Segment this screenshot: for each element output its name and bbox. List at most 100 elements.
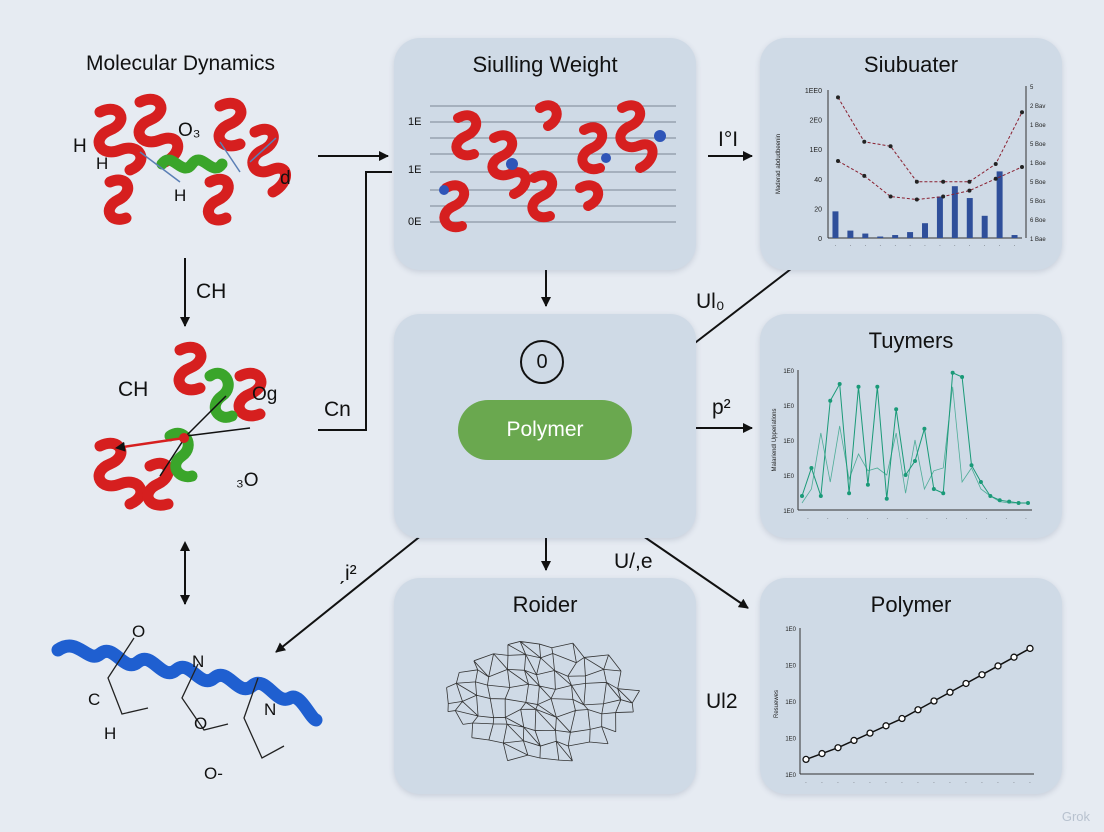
- tick-label: 0E: [408, 216, 422, 228]
- x-tick-label: ·: [827, 516, 829, 522]
- y-axis-label: Resuewes: [774, 690, 780, 718]
- series-point: [850, 736, 858, 745]
- helix-o3: O-: [204, 764, 223, 783]
- x-tick-label: ·: [864, 243, 866, 249]
- atom-o-lower: ₃O: [236, 470, 259, 491]
- y-tick-label: 1EE0: [805, 88, 822, 95]
- blue-helix-bottom: [51, 637, 323, 759]
- y-tick-label: 1E0: [783, 474, 794, 480]
- bar: [847, 230, 854, 238]
- x-tick-label: ·: [924, 243, 926, 249]
- series-point: [809, 466, 814, 470]
- red-green-helix-middle: [93, 341, 267, 511]
- molecular-dynamics-title: Molecular Dynamics: [86, 52, 276, 75]
- series-point: [994, 662, 1002, 670]
- x-tick-label: ·: [885, 780, 887, 786]
- series-point: [800, 494, 804, 498]
- y-tick-label: 2E0: [810, 118, 823, 125]
- series-point: [978, 480, 983, 484]
- polymer-mesh: [446, 641, 640, 762]
- y-tick-label: 0: [818, 236, 822, 243]
- x-tick-label: ·: [926, 516, 928, 522]
- x-tick-label: ·: [999, 243, 1001, 249]
- bar: [907, 232, 914, 238]
- series-point: [818, 494, 823, 498]
- panel-title: Siulling Weight: [472, 52, 618, 77]
- series-point: [834, 744, 842, 752]
- x-tick-label: ·: [879, 243, 881, 249]
- helix-n1: N: [192, 652, 205, 671]
- series-point: [931, 487, 936, 491]
- panel-title: Roider: [512, 592, 578, 617]
- x-tick-label: ·: [1014, 243, 1016, 249]
- bar: [951, 186, 958, 238]
- red-helix-cluster-top: [93, 93, 291, 226]
- helix-c: C: [88, 690, 101, 709]
- series-point: [914, 706, 922, 714]
- series-point: [856, 384, 861, 389]
- atom-o3: O₃: [178, 120, 201, 141]
- helix-o2: O: [194, 714, 208, 733]
- x-tick-label: ·: [949, 780, 951, 786]
- x-tick-label: ·: [1029, 780, 1031, 786]
- ul-label: Ul₀: [696, 290, 725, 313]
- watermark: Grok: [1061, 809, 1090, 824]
- x-tick-label: ·: [850, 243, 852, 249]
- x-tick-label: ·: [853, 780, 855, 786]
- y-tick-label: 40: [814, 177, 822, 184]
- lol-label: I°I: [718, 128, 739, 151]
- series-point: [847, 491, 852, 496]
- series-point: [941, 491, 946, 496]
- y2-tick-label: 1 Boe: [1030, 161, 1046, 167]
- bar: [966, 198, 973, 238]
- series-point: [941, 179, 946, 184]
- x-tick-label: ·: [946, 516, 948, 522]
- x-tick-label: ·: [981, 780, 983, 786]
- x-tick-label: ·: [835, 243, 837, 249]
- bar: [862, 233, 869, 238]
- atom-og: Oɡ: [252, 384, 278, 405]
- cn-label: Cn: [324, 398, 351, 421]
- bar: [981, 215, 988, 238]
- series-point: [914, 197, 919, 202]
- x-tick-label: ·: [997, 780, 999, 786]
- bar: [892, 235, 899, 238]
- x-tick-label: ·: [986, 516, 988, 522]
- series-point: [950, 370, 955, 375]
- panel-sulling-weight: Siulling Weight 1E: [394, 38, 696, 270]
- series-point: [837, 382, 842, 386]
- series-point: [1020, 164, 1024, 169]
- series-point: [922, 426, 927, 431]
- x-tick-label: ·: [917, 780, 919, 786]
- series-point: [882, 722, 890, 730]
- series-point: [884, 496, 889, 501]
- panel-title: Tuymers: [868, 328, 954, 353]
- series-point: [894, 407, 899, 412]
- ul2-label: Ul2: [706, 690, 738, 713]
- series-point: [1026, 644, 1034, 653]
- polymer-pill: Polymer: [458, 400, 632, 460]
- x-tick-label: ·: [847, 516, 849, 522]
- x-tick-label: ·: [1013, 780, 1015, 786]
- x-tick-label: ·: [1025, 516, 1027, 522]
- x-tick-label: ·: [906, 516, 908, 522]
- dashed-series-line: [837, 160, 1023, 201]
- series-point: [866, 729, 874, 737]
- series-point: [1007, 499, 1012, 504]
- series-point: [993, 162, 998, 166]
- y-tick-label: 1E0: [785, 627, 796, 633]
- x-tick-label: ·: [933, 780, 935, 786]
- p2-label: p²: [712, 396, 731, 419]
- bar: [936, 196, 943, 238]
- bar: [922, 223, 928, 238]
- x-tick-label: ·: [805, 780, 807, 786]
- y2-tick-label: 1 Bae: [1030, 237, 1046, 243]
- y2-tick-label: 1 Boe: [1030, 123, 1046, 129]
- x-tick-label: ·: [939, 243, 941, 249]
- series-point: [903, 473, 908, 477]
- y-tick-label: 1E0: [810, 147, 823, 154]
